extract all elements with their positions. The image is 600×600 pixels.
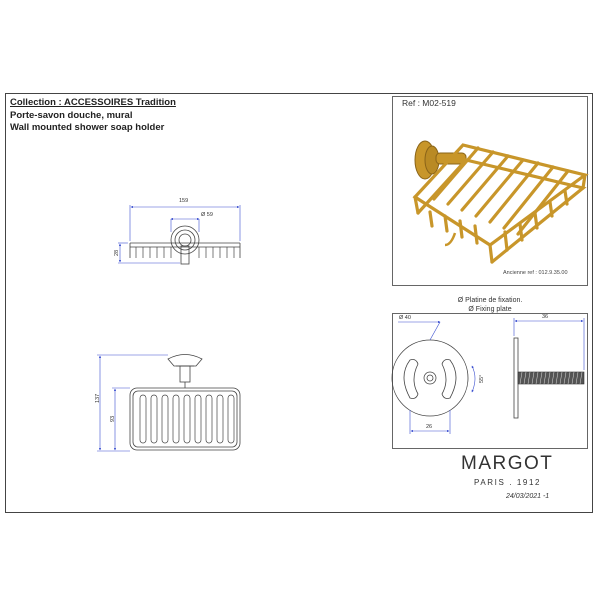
product-name-en: Wall mounted shower soap holder bbox=[10, 122, 165, 133]
top-view-drawing bbox=[129, 225, 241, 265]
fixing-plate-caption-en: Ø Fixing plate bbox=[468, 306, 512, 313]
fixing-plate-caption-fr: Ø Platine de fixation. bbox=[457, 297, 523, 304]
old-reference-label: Ancienne ref : 012.9.35.00 bbox=[503, 270, 568, 276]
screw-length-dimension: 36 bbox=[542, 314, 548, 320]
top-width-dimension: 159 bbox=[179, 198, 188, 204]
plate-diameter-dimension: Ø 40 bbox=[399, 315, 411, 321]
collection-title: Collection : ACCESSOIRES Tradition bbox=[10, 97, 176, 108]
drawing-date: 24/03/2021 -1 bbox=[506, 493, 550, 500]
top-diameter-dimension: Ø 59 bbox=[201, 212, 213, 218]
fixing-plate-drawing bbox=[391, 337, 519, 419]
front-view-drawing bbox=[129, 354, 241, 451]
product-name-fr: Porte-savon douche, mural bbox=[10, 109, 133, 121]
brand-subtitle: PARIS . 1912 bbox=[474, 478, 542, 487]
drawing-sheet-border bbox=[5, 93, 593, 513]
front-view-dimensions bbox=[97, 354, 168, 452]
product-3d-view bbox=[412, 140, 589, 264]
brand-logo-text: MARGOT bbox=[461, 453, 554, 474]
reference-label: Ref : M02-519 bbox=[402, 98, 456, 108]
reference-panel bbox=[392, 96, 588, 286]
title-block: Collection : ACCESSOIRES Tradition Porte… bbox=[10, 97, 176, 135]
fixing-screw bbox=[517, 371, 585, 385]
plate-hole-spacing-dimension: 26 bbox=[426, 424, 432, 430]
front-total-height-dimension: 137 bbox=[95, 394, 101, 403]
front-basket-height-dimension: 93 bbox=[110, 416, 116, 422]
top-view-dimensions bbox=[118, 205, 241, 264]
fixing-plate-dimensions bbox=[398, 318, 585, 434]
plate-angle-dimension: 55° bbox=[479, 375, 485, 383]
top-depth-dimension: 28 bbox=[114, 250, 120, 256]
